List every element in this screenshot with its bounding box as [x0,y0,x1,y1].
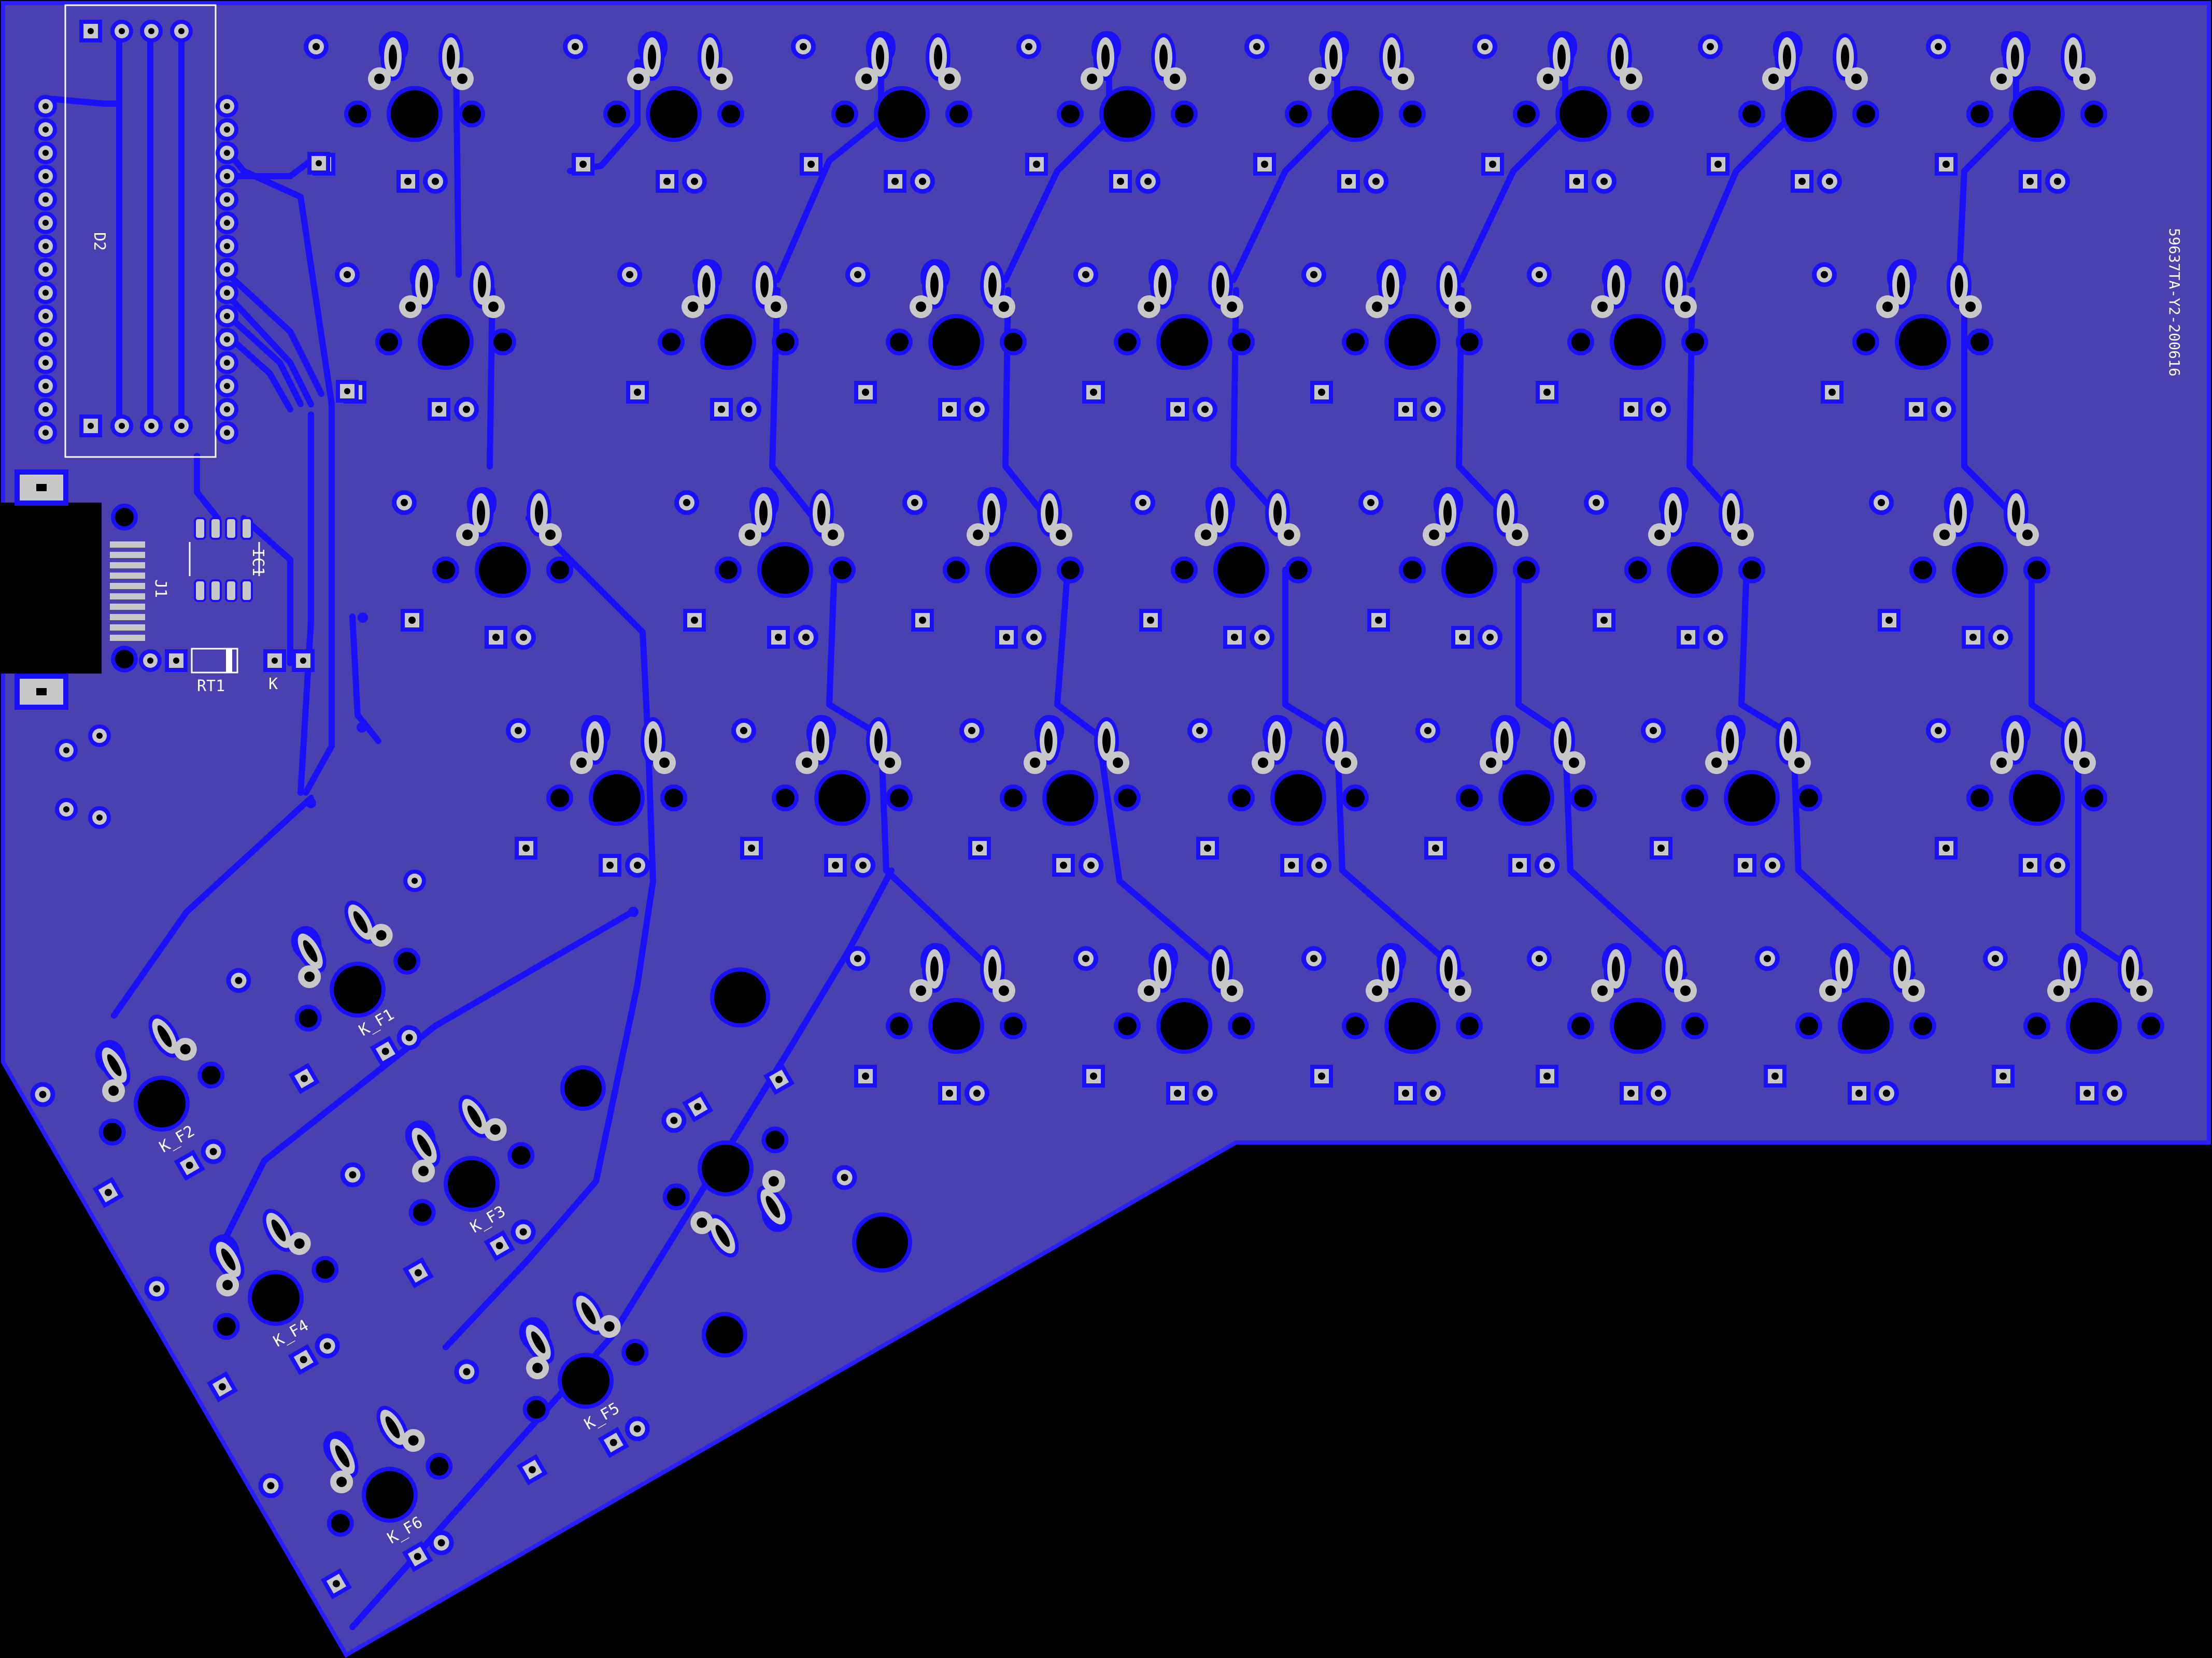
k-label: K [268,675,278,693]
mounting-holes [560,967,912,1357]
mcu-module-d2: D2 [34,4,238,458]
j1-label: J1 [151,579,169,598]
ic1: IC1 [189,517,267,602]
rt1-label: RT1 [197,677,225,695]
revision-label: 59637TA-Y2-200616 [2166,228,2183,377]
usb-c-connector-icon: J1 [0,469,169,710]
rt1: RT1 K [139,648,315,695]
ic1-label: IC1 [249,548,267,576]
misc-pins [55,152,639,917]
d2-label: D2 [90,232,108,251]
